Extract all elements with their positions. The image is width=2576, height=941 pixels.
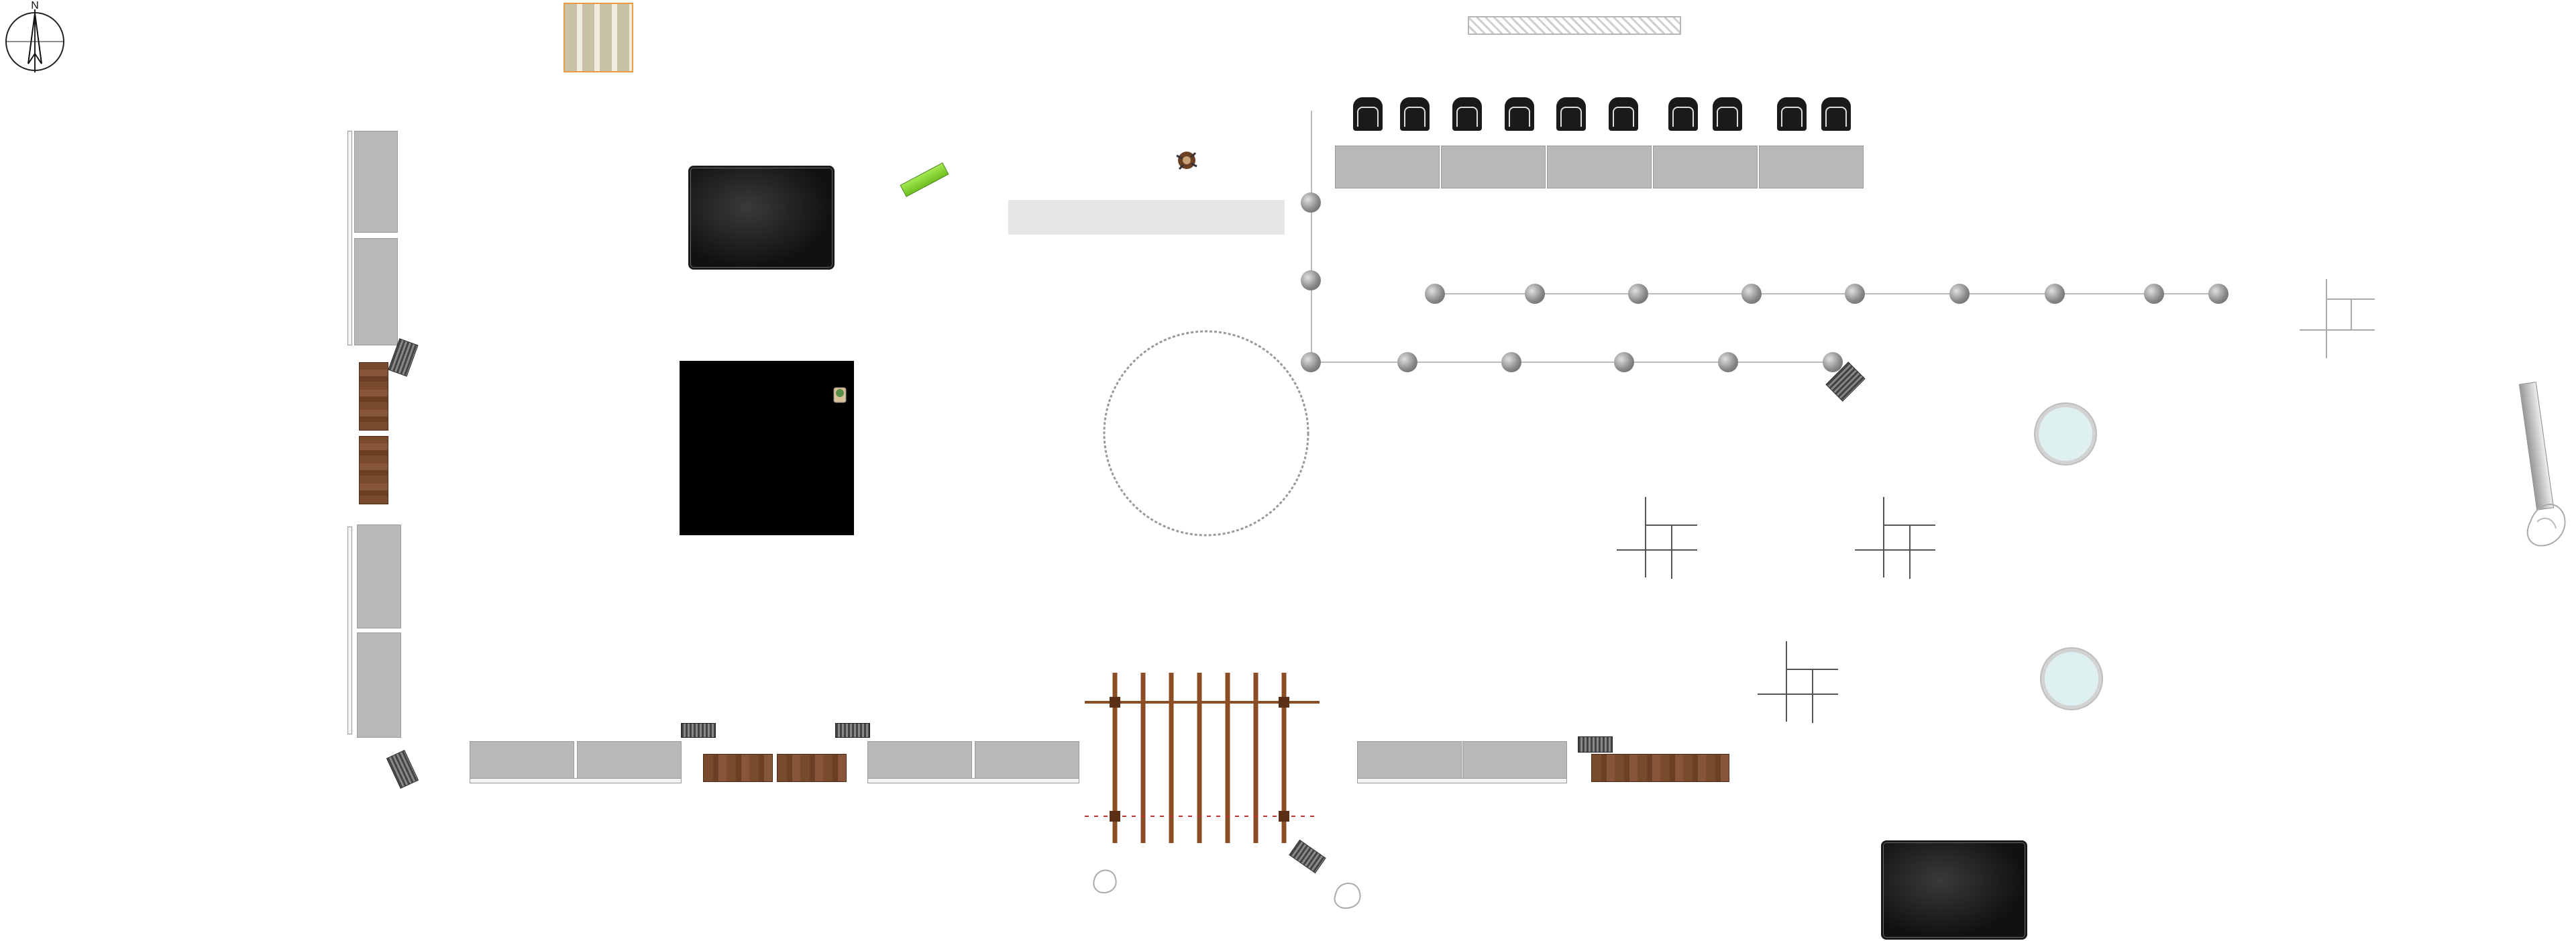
light-bulb (1301, 352, 1321, 372)
sofa-cushion (354, 131, 398, 233)
cross-symbol (2300, 279, 2375, 358)
sofa-backrest (867, 778, 1079, 783)
light-bulb (1718, 352, 1738, 372)
art-panel-icon (564, 3, 633, 72)
plant-icon (1093, 869, 1117, 893)
chair-icon (1505, 97, 1534, 131)
light-bulb (2144, 284, 2164, 304)
black-platform (680, 361, 854, 535)
green-bench (900, 162, 949, 197)
table-segment (1759, 146, 1864, 188)
light-bulb (1614, 352, 1634, 372)
round-rug (1103, 330, 1309, 537)
plant-icon (833, 387, 847, 403)
grill-icon (835, 723, 870, 738)
light-bulb (1525, 284, 1545, 304)
chair-icon (1668, 97, 1698, 131)
counter (1008, 200, 1285, 235)
light-bulb (1741, 284, 1762, 304)
chair-icon (1777, 97, 1807, 131)
table-segment (1335, 146, 1440, 188)
sofa-backrest (347, 131, 352, 345)
wood-bench (359, 436, 388, 504)
light-bulb (1949, 284, 1970, 304)
chair-icon (1821, 97, 1851, 131)
grill-icon (1578, 736, 1613, 753)
sofa-cushion (975, 741, 1079, 783)
table-segment (1441, 146, 1546, 188)
light-bulb (2208, 284, 2229, 304)
wood-bench (359, 362, 388, 431)
plant-icon (1334, 883, 1361, 909)
north-arrow-icon: N (5, 0, 64, 72)
light-bulb (1628, 284, 1648, 304)
cross-symbol (1758, 641, 1838, 723)
chair-icon (1556, 97, 1586, 131)
sofa-cushion (1462, 741, 1567, 783)
light-bulb (1823, 352, 1843, 372)
chair-icon (1353, 97, 1383, 131)
sofa-cushion (1357, 741, 1462, 783)
cross-symbol (1855, 497, 1935, 579)
light-bulb (1501, 352, 1521, 372)
sofa-backrest (347, 527, 352, 734)
light-bulb (1397, 352, 1417, 372)
sofa-cushion (357, 524, 401, 628)
light-bulb (1301, 270, 1321, 290)
tv-screen (688, 166, 835, 270)
chair-icon (1400, 97, 1430, 131)
sofa-cushion (354, 238, 398, 345)
sofa-cushion (867, 741, 972, 783)
table-segment (1547, 146, 1652, 188)
light-bulb (2045, 284, 2065, 304)
pool-icon (2035, 404, 2096, 464)
string-lights (1311, 111, 2219, 363)
sofa-cushion (470, 741, 574, 783)
lounger (2518, 382, 2555, 510)
table-segment (1653, 146, 1758, 188)
wood-bench (777, 754, 847, 782)
grill-icon (681, 723, 716, 738)
sofa-cushion (357, 632, 401, 738)
sofa-cushion (577, 741, 682, 783)
grill-icon (386, 750, 419, 789)
sofa-backrest (470, 778, 682, 783)
tv-screen (1881, 840, 2027, 940)
chair-icon (1609, 97, 1638, 131)
sofa-backrest (1357, 778, 1567, 783)
north-label: N (31, 0, 39, 11)
wood-bench (703, 754, 773, 782)
light-bulb (1301, 192, 1321, 213)
pool-icon (2041, 649, 2102, 709)
plant-icon (2526, 504, 2566, 547)
pergola-icon (1085, 673, 1320, 843)
chair-icon (1452, 97, 1482, 131)
light-bulb (1845, 284, 1865, 304)
ottoman-icon (1176, 152, 1197, 170)
light-bulb (1425, 284, 1445, 304)
cross-symbol (1617, 497, 1697, 579)
chair-icon (1713, 97, 1742, 131)
wood-bench (1591, 754, 1729, 782)
truss-icon (1468, 16, 1681, 35)
